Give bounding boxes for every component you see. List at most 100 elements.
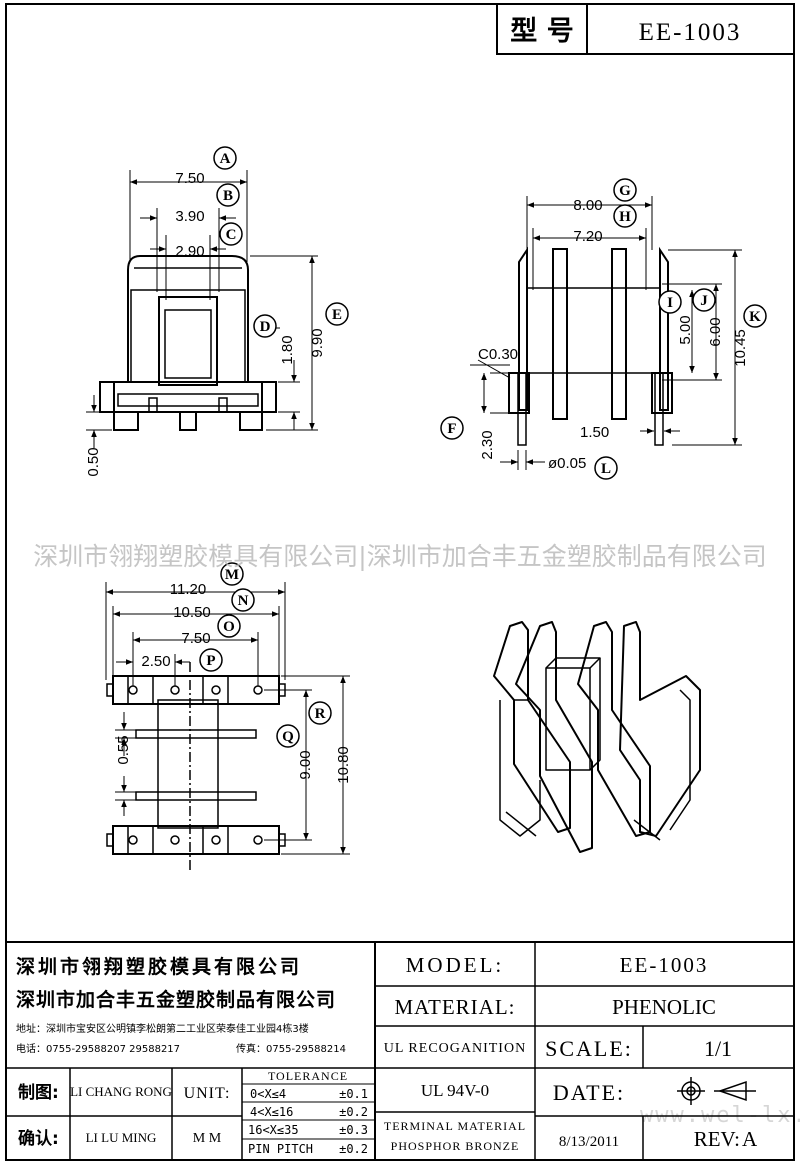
- svg-text:Q: Q: [282, 729, 294, 745]
- svg-text:P: P: [206, 653, 215, 669]
- balloon-b: B: [216, 183, 240, 207]
- scale-label: SCALE:: [545, 1036, 633, 1061]
- tolerance-range-2: 4<X≤16: [250, 1105, 293, 1119]
- balloon-g: G: [613, 178, 637, 202]
- model-value: EE-1003: [620, 953, 709, 977]
- watermark-text: 深圳市翎翔塑胶模具有限公司|深圳市加合丰五金塑胶制品有限公司: [33, 542, 766, 571]
- dim-p-value: 2.50: [141, 653, 170, 670]
- company-name-2: 深圳市加合丰五金塑胶制品有限公司: [16, 988, 336, 1011]
- rev-label: REV:: [694, 1127, 740, 1151]
- svg-text:N: N: [238, 593, 249, 609]
- balloon-n: N: [231, 588, 255, 612]
- svg-text:J: J: [700, 293, 708, 309]
- dim-n-value: 10.50: [173, 604, 211, 621]
- tolerance-value-1: ±0.1: [339, 1087, 368, 1101]
- balloon-a: A: [213, 146, 237, 170]
- dim-c-value: 2.90: [175, 243, 204, 260]
- title-block: [6, 941, 794, 1160]
- date-label: DATE:: [553, 1080, 625, 1105]
- balloon-i: I: [658, 290, 682, 314]
- tolerance-range-4: PIN PITCH: [248, 1142, 313, 1156]
- balloon-q: Q: [276, 724, 300, 748]
- projection-symbol-icon: [677, 1077, 756, 1105]
- isometric-view: [493, 621, 701, 853]
- sheet-border: [5, 3, 795, 1161]
- dim-f2-value: 2.30: [479, 430, 496, 459]
- svg-text:H: H: [619, 209, 631, 225]
- tolerance-range-1: 0<X≤4: [250, 1087, 286, 1101]
- svg-text:K: K: [749, 309, 761, 325]
- drawn-label: 制图:: [18, 1082, 59, 1103]
- company-fax: 传真：0755-29588214: [236, 1042, 346, 1055]
- bottom-view-dimensions: [105, 582, 350, 855]
- side-view-labels: 8.00 7.20 5.00 6.00 10.45 C0.30 2.30 1.5…: [478, 197, 749, 472]
- material-label: MATERIAL:: [395, 995, 516, 1019]
- header-model-box: 型 号 EE-1003: [496, 3, 795, 55]
- scale-value: 1/1: [704, 1036, 732, 1061]
- svg-text:R: R: [315, 706, 326, 722]
- material-value: PHENOLIC: [612, 995, 716, 1019]
- svg-text:G: G: [619, 183, 631, 199]
- svg-text:O: O: [223, 619, 235, 635]
- balloon-k: K: [743, 304, 767, 328]
- front-view-labels: 7.50 3.90 2.90 1.80 9.90 0.50: [85, 170, 326, 477]
- terminal-material-line2: PHOSPHOR BRONZE: [391, 1139, 520, 1153]
- header-model-value: EE-1003: [639, 19, 742, 46]
- svg-text:I: I: [667, 295, 673, 311]
- header-model-label: 型 号: [510, 16, 573, 47]
- unit-value: M M: [193, 1131, 222, 1146]
- unit-label: UNIT:: [184, 1085, 231, 1102]
- model-label: MODEL:: [406, 953, 505, 977]
- bottom-view-bubbles: M N O P Q R: [199, 562, 332, 748]
- balloon-p: P: [199, 648, 223, 672]
- dim-dia-value: ø0.05: [548, 455, 586, 472]
- balloon-e: E: [325, 302, 349, 326]
- date-value: 8/13/2011: [559, 1134, 619, 1150]
- dim-k-value: 10.45: [732, 329, 749, 367]
- tolerance-value-3: ±0.3: [339, 1123, 368, 1137]
- dim-h-value: 7.20: [573, 228, 602, 245]
- balloon-r: R: [308, 701, 332, 725]
- svg-text:C: C: [226, 227, 237, 243]
- svg-text:D: D: [260, 319, 271, 335]
- ul-value: UL 94V-0: [421, 1081, 489, 1100]
- balloon-h: H: [613, 204, 637, 228]
- dim-r-value: 10.80: [335, 746, 352, 784]
- balloon-j: J: [692, 288, 716, 312]
- svg-text:A: A: [220, 151, 231, 167]
- dim-e-value: 9.90: [309, 328, 326, 357]
- dim-a-value: 7.50: [175, 170, 204, 187]
- dim-d-value: 1.80: [279, 335, 296, 364]
- balloon-f: F: [440, 416, 464, 440]
- svg-text:L: L: [601, 461, 611, 477]
- dim-pin-value: 1.50: [580, 424, 609, 441]
- ul-label: UL RECOGANITION: [384, 1041, 526, 1056]
- svg-text:B: B: [223, 188, 233, 204]
- tolerance-title: TOLERANCE: [268, 1069, 348, 1083]
- bottom-view: [106, 662, 286, 870]
- side-view-bubbles: G H I J K F L: [440, 178, 767, 480]
- dim-q-value: 9.00: [297, 750, 314, 779]
- company-name-1: 深圳市翎翔塑胶模具有限公司: [16, 955, 302, 978]
- svg-text:E: E: [332, 307, 342, 323]
- dim-g-value: 8.00: [573, 197, 602, 214]
- checked-label: 确认:: [18, 1128, 59, 1149]
- tolerance-value-4: ±0.2: [339, 1142, 368, 1156]
- drawn-value: LI CHANG RONG: [70, 1084, 172, 1099]
- side-view-dimensions: [470, 196, 742, 470]
- svg-text:M: M: [225, 567, 239, 583]
- side-view: [508, 246, 673, 446]
- tolerance-value-2: ±0.2: [339, 1105, 368, 1119]
- terminal-material-line1: TERMINAL MATERIAL: [384, 1119, 526, 1133]
- dim-f-value: 0.50: [85, 447, 102, 476]
- front-view: [99, 255, 277, 431]
- front-view-dimensions: [86, 170, 318, 448]
- front-view-bubbles: A B C D E: [213, 146, 349, 338]
- tolerance-range-3: 16<X≤35: [248, 1123, 299, 1137]
- bottom-view-labels: 11.20 10.50 7.50 2.50 9.00 10.80 0.55: [115, 581, 352, 784]
- title-block-text: 深圳市翎翔塑胶模具有限公司 深圳市加合丰五金塑胶制品有限公司 地址：深圳市宝安区…: [16, 953, 758, 1156]
- balloon-o: O: [217, 614, 241, 638]
- dim-b-value: 3.90: [175, 208, 204, 225]
- balloon-c: C: [219, 222, 243, 246]
